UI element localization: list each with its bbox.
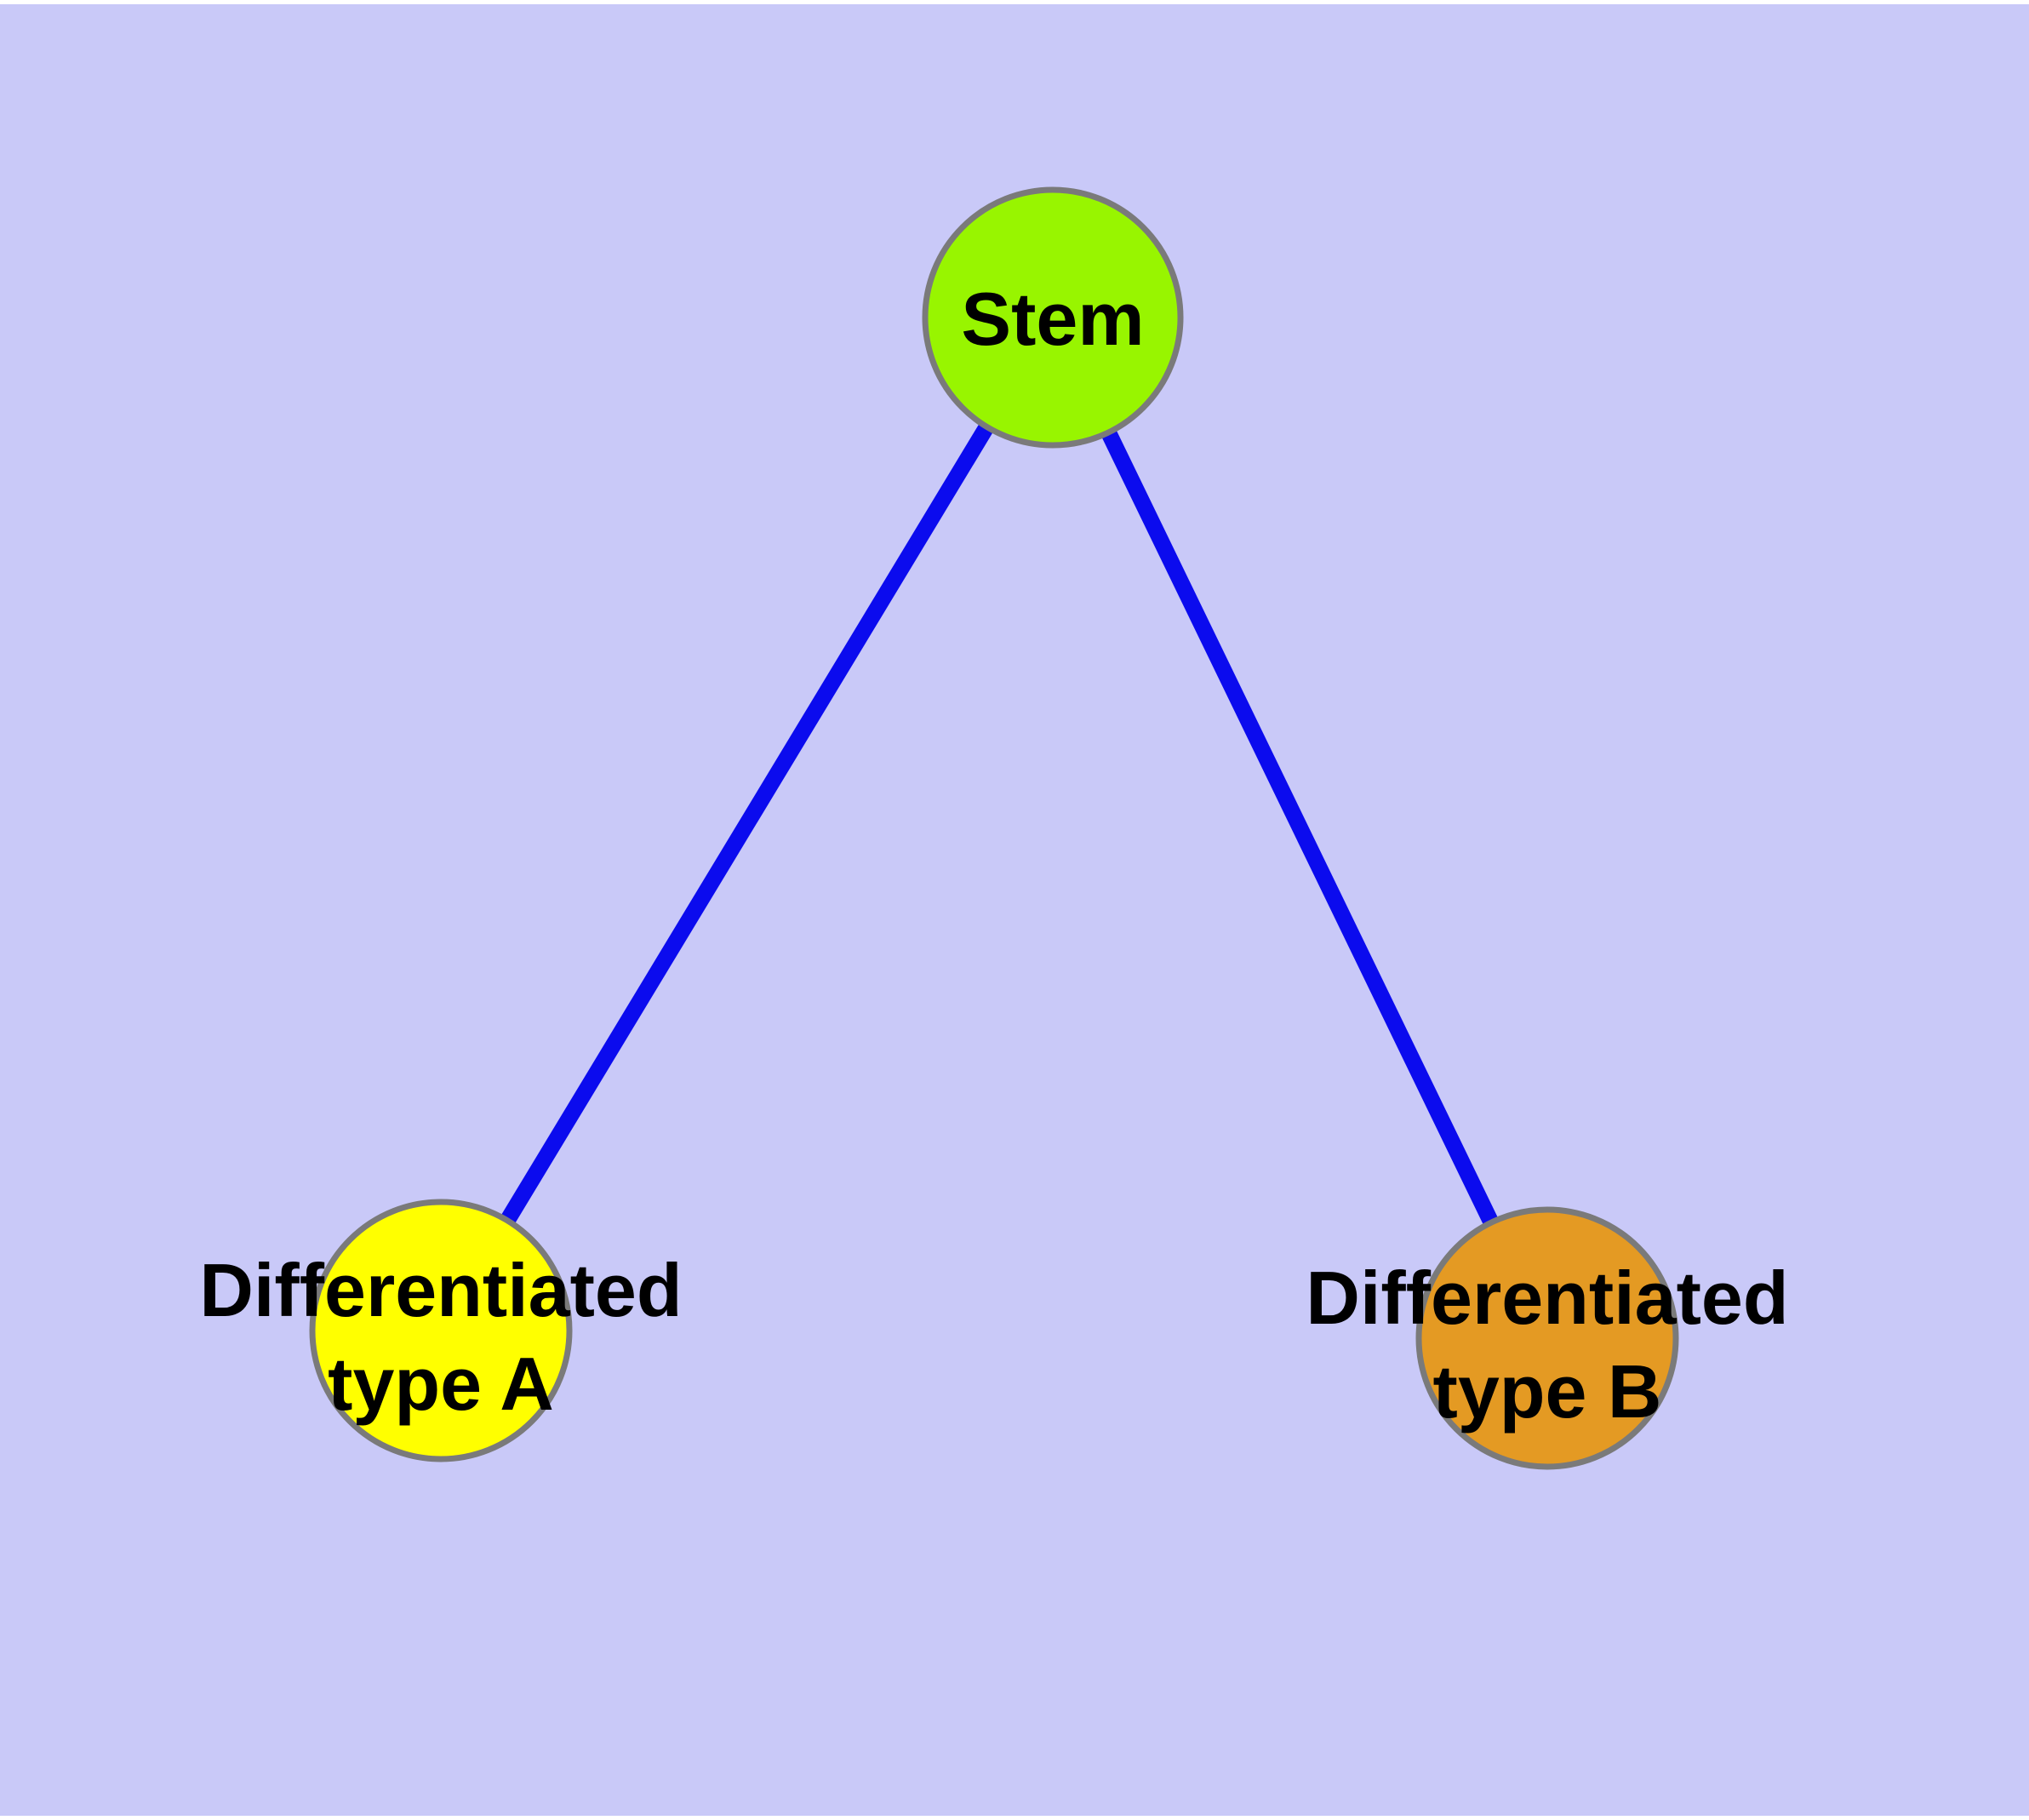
node-stem-label: Stem bbox=[961, 277, 1144, 361]
edge-stem-to-type-b bbox=[1045, 313, 1555, 1342]
node-stem[interactable] bbox=[922, 186, 1184, 449]
node-type-a-label-line1: Differentiated bbox=[199, 1248, 682, 1332]
node-type-a-label-line2: type A bbox=[328, 1342, 554, 1426]
node-differentiated-type-b[interactable] bbox=[1415, 1206, 1679, 1470]
node-type-b-label-line2: type B bbox=[1433, 1349, 1662, 1434]
node-differentiated-type-a[interactable] bbox=[309, 1199, 573, 1462]
node-type-b-label-line1: Differentiated bbox=[1306, 1256, 1788, 1340]
edge-stem-to-type-a bbox=[433, 313, 1060, 1335]
